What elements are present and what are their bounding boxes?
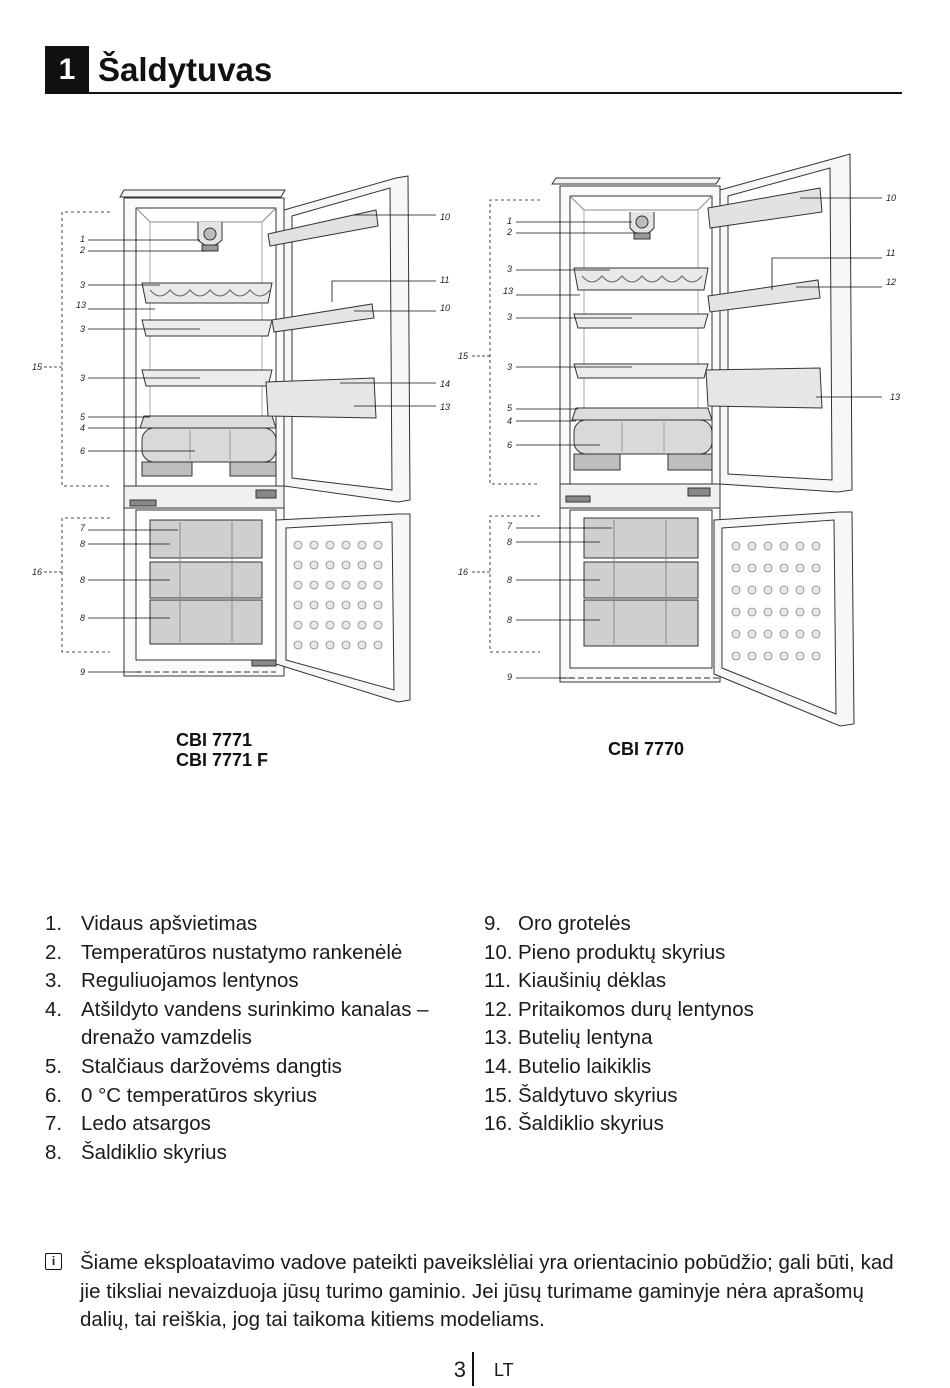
callouts-right: 1 2 3 13 3 3 5 4 6 7 8 8 8 9 15 16 10 11… (458, 193, 900, 682)
svg-text:8: 8 (507, 575, 512, 585)
svg-text:9: 9 (507, 672, 512, 682)
list-item: 3.Reguliuojamos lentynos (45, 969, 299, 993)
svg-text:3: 3 (507, 312, 512, 322)
callouts-left: 1 2 3 13 3 3 5 4 6 7 8 8 8 9 15 16 10 11… (32, 212, 450, 677)
list-item: 11.Kiaušinių dėklas (484, 969, 667, 993)
svg-text:1: 1 (507, 216, 512, 226)
svg-text:4: 4 (507, 416, 512, 426)
section-header: 1 Šaldytuvas (45, 46, 902, 94)
svg-text:8: 8 (80, 575, 85, 585)
list-item: 14.Butelio laikiklis (484, 1054, 652, 1078)
freezer-door-dimples-right (731, 541, 821, 661)
list-item: 10.Pieno produktų skyrius (484, 940, 726, 964)
svg-text:7: 7 (80, 523, 86, 533)
list-item: 5.Stalčiaus daržovėms dangtis (45, 1054, 342, 1078)
svg-text:16: 16 (32, 567, 42, 577)
fridge-right (551, 153, 855, 727)
header-rule (89, 92, 902, 94)
svg-text:6: 6 (80, 446, 85, 456)
svg-text:3: 3 (80, 280, 85, 290)
svg-text:2: 2 (79, 245, 85, 255)
svg-text:3: 3 (507, 264, 512, 274)
info-note-text: Šiame eksploatavimo vadove pateikti pave… (80, 1251, 894, 1331)
svg-text:2: 2 (506, 227, 512, 237)
legend-list-left: 1.Vidaus apšvietimas 2.Temperatūros nust… (45, 910, 429, 1167)
svg-text:3: 3 (507, 362, 512, 372)
legend-list-right: 9.Oro grotelės 10.Pieno produktų skyrius… (484, 910, 754, 1139)
section-title: Šaldytuvas (98, 51, 273, 88)
info-icon: i (45, 1253, 62, 1270)
model-label-line2: CBI 7771 F (176, 750, 269, 770)
svg-text:9: 9 (80, 667, 85, 677)
footer-divider (472, 1352, 474, 1386)
svg-text:5: 5 (80, 412, 86, 422)
svg-text:16: 16 (458, 567, 468, 577)
svg-text:8: 8 (507, 615, 512, 625)
model-label-line1: CBI 7771 (176, 730, 253, 750)
list-item: 9.Oro grotelės (484, 912, 631, 935)
svg-text:7: 7 (507, 521, 513, 531)
svg-text:11: 11 (886, 248, 895, 258)
svg-text:3: 3 (80, 324, 85, 334)
svg-text:3: 3 (80, 373, 85, 383)
list-item: 16.Šaldiklio skyrius (484, 1112, 664, 1136)
list-item: 15.Šaldytuvo skyrius (484, 1083, 678, 1107)
svg-text:10: 10 (440, 303, 450, 313)
svg-text:14: 14 (440, 379, 450, 389)
svg-text:15: 15 (32, 362, 43, 372)
svg-text:12: 12 (886, 277, 896, 287)
fridge-left (119, 175, 411, 703)
svg-text:15: 15 (458, 351, 469, 361)
list-item: 1.Vidaus apšvietimas (45, 912, 258, 935)
leader-lines-right (472, 197, 882, 679)
model-label-right: CBI 7770 (608, 739, 685, 759)
svg-text:4: 4 (80, 423, 85, 433)
svg-text:13: 13 (440, 402, 450, 412)
svg-text:10: 10 (886, 193, 896, 203)
svg-text:8: 8 (80, 613, 85, 623)
list-item: 12.Pritaikomos durų lentynos (484, 997, 754, 1021)
language-code: LT (494, 1360, 514, 1380)
list-item: 13.Butelių lentyna (484, 1026, 653, 1050)
svg-text:5: 5 (507, 403, 513, 413)
svg-text:8: 8 (80, 539, 85, 549)
svg-text:10: 10 (440, 212, 450, 222)
model-label-left: CBI 7771 CBI 7771 F (176, 730, 268, 770)
svg-text:11: 11 (440, 275, 449, 285)
list-item: drenažo vamzdelis (81, 1026, 252, 1050)
list-item: 6.0 °C temperatūros skyrius (45, 1083, 318, 1107)
svg-text:13: 13 (890, 392, 900, 402)
leader-lines-left (44, 211, 436, 673)
svg-text:1: 1 (80, 234, 85, 244)
svg-text:6: 6 (507, 440, 512, 450)
list-item: 4.Atšildyto vandens surinkimo kanalas – (45, 997, 429, 1021)
freezer-door-dimples-left (293, 540, 383, 650)
svg-text:13: 13 (503, 286, 513, 296)
page-number: 3 (453, 1357, 466, 1382)
list-item: 2.Temperatūros nustatymo rankenėlė (45, 940, 403, 964)
list-item: 8.Šaldiklio skyrius (45, 1140, 227, 1164)
list-item: 7.Ledo atsargos (45, 1112, 211, 1136)
svg-text:13: 13 (76, 300, 86, 310)
section-number: 1 (45, 46, 89, 94)
fridge-diagram: 1 2 3 13 3 3 5 4 6 7 8 8 8 9 15 16 10 11… (32, 153, 900, 727)
svg-text:8: 8 (507, 537, 512, 547)
